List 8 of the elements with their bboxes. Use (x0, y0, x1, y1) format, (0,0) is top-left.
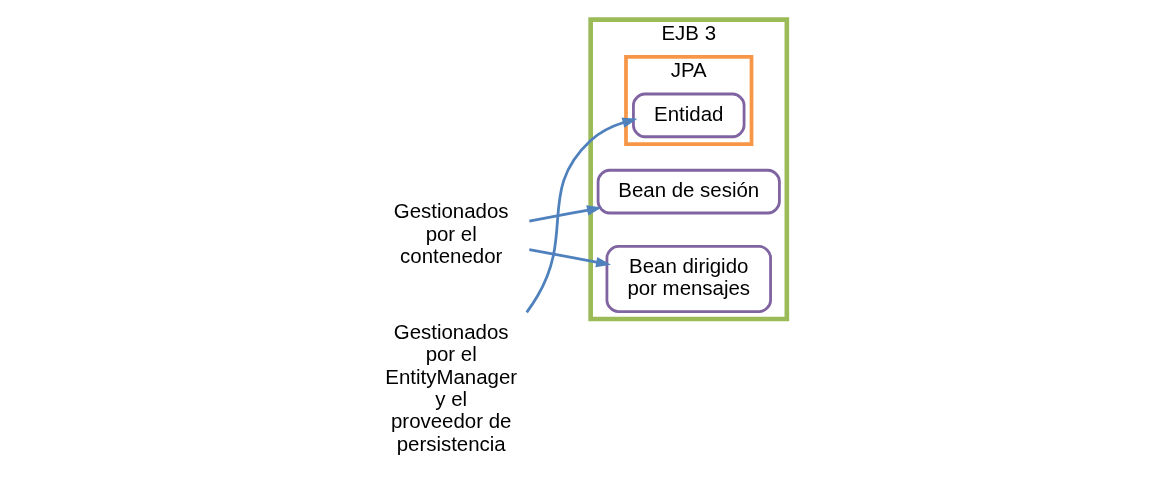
node-text: Gestionados por el contenedor (393, 199, 509, 267)
arrow (529, 205, 602, 223)
node-box: Bean de sesión (596, 168, 781, 215)
arrow (525, 117, 638, 314)
node-text: Gestionados por el EntityManager y el proveedor de persistencia (385, 320, 518, 455)
node-box: Bean dirigido por mensajes (605, 245, 772, 313)
arrow (529, 248, 611, 268)
node-box: Entidad (632, 92, 746, 139)
